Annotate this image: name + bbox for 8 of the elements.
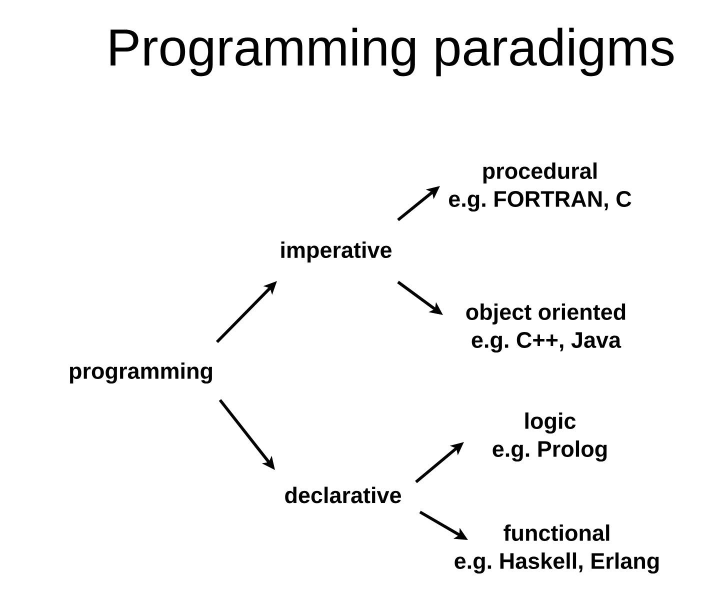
category-label: declarative [285,486,402,504]
category-label: procedural e.g. FORTRAN, C [449,162,632,212]
category-label: logic e.g. Prolog [492,412,607,462]
category-label: programming [70,362,212,384]
category-label: imperative [281,242,392,262]
category-label: object oriented e.g. C++, Java [466,303,626,353]
category-label: functional e.g. Haskell, Erlang [454,524,659,574]
title: Programming paradigms [110,28,674,76]
